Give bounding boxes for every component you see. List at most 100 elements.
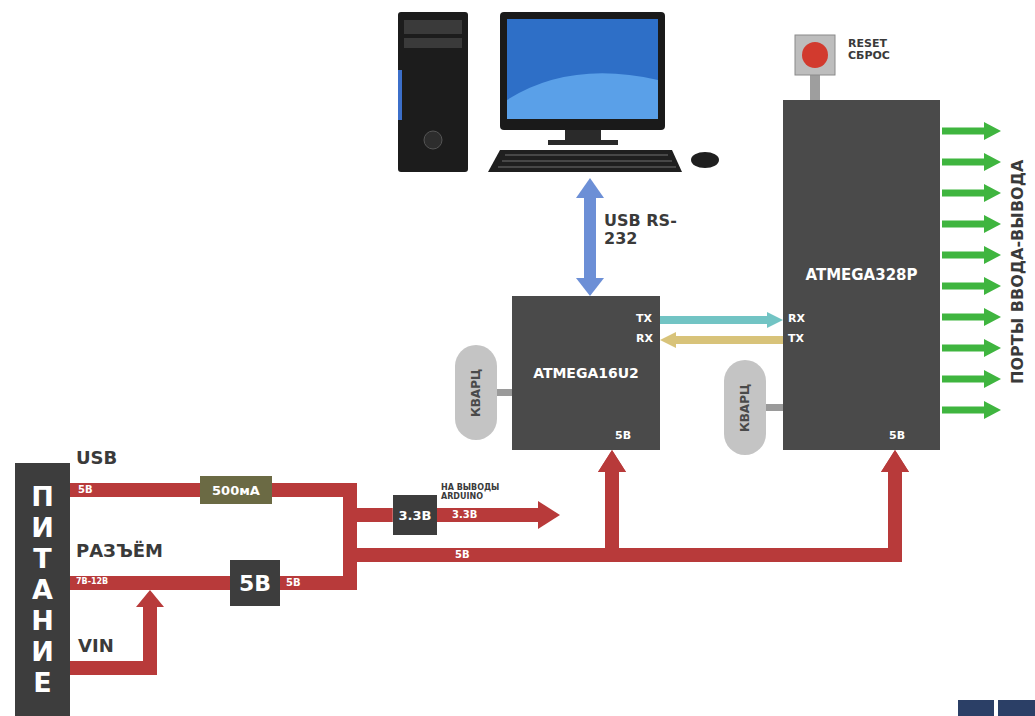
tower-light — [398, 70, 402, 120]
connector-line — [280, 471, 895, 583]
connector-line — [660, 316, 768, 324]
voltage-label: 5В — [455, 549, 470, 560]
node-text: КВАРЦ — [738, 383, 752, 431]
corner-icon — [958, 700, 994, 716]
pin-name: 5В — [889, 430, 905, 442]
node-text: ATMEGA328P — [805, 266, 917, 284]
connector — [272, 450, 626, 555]
regulator-box: 3.3В — [393, 495, 438, 535]
usb-link — [584, 196, 596, 280]
port-arrow — [942, 159, 986, 166]
port-arrow — [942, 190, 986, 197]
arrow-head — [538, 501, 560, 529]
reset-stem — [810, 74, 820, 102]
pin-name: TX — [636, 313, 652, 325]
voltage-label: 3.3В — [452, 509, 477, 520]
mcu-box: ATMEGA328P — [783, 100, 940, 450]
arrow-head — [984, 246, 1001, 264]
voltage-label: 7В-12В — [76, 578, 108, 587]
reset-button — [802, 42, 828, 68]
fuse-box: 500мА — [200, 476, 272, 504]
source-label: USB — [76, 448, 117, 468]
keyboard — [488, 150, 682, 172]
pin-name: RX — [788, 313, 805, 325]
arrow-head — [984, 215, 1001, 233]
connector — [280, 450, 626, 583]
regulator-box: 5В — [230, 560, 280, 606]
connector-line — [70, 576, 230, 590]
monitor-stand — [565, 130, 601, 140]
port-arrow — [942, 376, 986, 383]
connector-line — [70, 483, 200, 497]
arrow-head — [984, 401, 1001, 419]
output-note: НА ВЫВОДЫ ARDUINO — [441, 484, 511, 502]
screen-wave — [507, 73, 658, 119]
pin-name: RX — [636, 333, 653, 345]
connector-line — [766, 404, 783, 411]
port-arrow — [942, 345, 986, 352]
arrow-head — [660, 332, 676, 348]
button-label: RESET СБРОС — [848, 38, 904, 62]
reset-button-body — [795, 35, 835, 75]
monitor-screen — [507, 19, 658, 119]
3v3-output-wire — [437, 508, 540, 522]
link-label: USB RS-232 — [604, 212, 686, 247]
connector — [497, 392, 512, 393]
connector — [272, 450, 909, 555]
arrow-head — [984, 184, 1001, 202]
arrow-head — [881, 450, 909, 472]
arrow-head — [576, 178, 604, 198]
voltage-label: 5В — [78, 484, 93, 495]
pc-tower — [398, 12, 468, 172]
drive-bay — [404, 38, 462, 48]
crystal-pill: КВАРЦ — [455, 345, 497, 440]
source-label: VIN — [78, 636, 114, 656]
port-arrow — [942, 314, 986, 321]
node-text: КВАРЦ — [469, 368, 483, 416]
arrow-head — [984, 153, 1001, 171]
connector-line — [280, 471, 612, 583]
node-text: ATMEGA16U2 — [533, 365, 639, 381]
arrow-head — [136, 590, 164, 607]
drive-bay — [404, 20, 462, 34]
connector — [660, 312, 783, 328]
connector — [766, 407, 783, 408]
voltage-label: 5В — [286, 577, 301, 588]
arrow-head — [881, 450, 909, 472]
arrow-head — [598, 450, 626, 472]
port-arrow — [942, 407, 986, 414]
port-arrow — [942, 128, 986, 135]
arrow-head — [576, 278, 604, 296]
monitor-frame — [500, 12, 665, 130]
arrow-head — [984, 122, 1001, 140]
arrow-head — [984, 339, 1001, 357]
source-label: РАЗЪЁМ — [76, 541, 163, 561]
power-block: ПИТАНИЕ — [15, 463, 70, 716]
keyboard-keys — [498, 155, 676, 167]
connector-line — [497, 389, 512, 396]
connector-line — [675, 336, 783, 344]
node-text: 500мА — [212, 483, 260, 498]
ports-label: ПОРТЫ ВВОДА-ВЫВОДА — [1009, 160, 1027, 384]
corner-icon — [998, 700, 1035, 716]
monitor-base — [548, 140, 618, 145]
pin-name: TX — [788, 333, 804, 345]
connector — [660, 332, 783, 348]
node-text: 3.3В — [399, 508, 432, 523]
power-button — [424, 131, 442, 149]
port-arrow — [942, 252, 986, 259]
port-arrow — [942, 283, 986, 290]
arrow-head — [598, 450, 626, 472]
io-port-arrows — [942, 122, 1001, 419]
port-arrow — [942, 221, 986, 228]
arrow-head — [767, 312, 783, 328]
vin-wire — [70, 606, 150, 668]
arrow-head — [984, 277, 1001, 295]
mouse — [691, 152, 719, 168]
arrow-head — [984, 370, 1001, 388]
node-text: 5В — [239, 571, 271, 596]
node-text: ПИТАНИЕ — [29, 481, 56, 698]
crystal-pill: КВАРЦ — [724, 360, 766, 455]
pin-name: 5В — [615, 430, 631, 442]
